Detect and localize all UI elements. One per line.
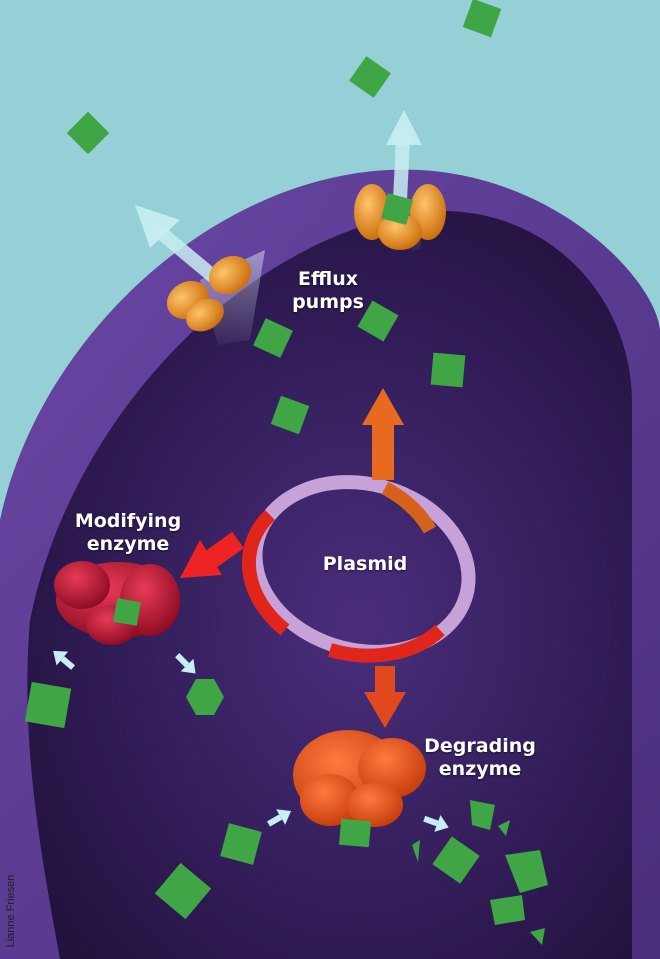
degrading-enzyme-label: Degrading enzyme — [410, 735, 550, 781]
plasmid-label-text: Plasmid — [310, 553, 420, 576]
efflux-arrow-shaft-right — [400, 140, 403, 200]
degrading-enzyme-label-line2: enzyme — [410, 758, 550, 781]
efflux-pumps-label-line1: Efflux — [283, 268, 373, 291]
modifying-enzyme-label: Modifying enzyme — [58, 510, 198, 556]
antibiotic-cube — [431, 353, 466, 388]
efflux-pumps-label: Efflux pumps — [283, 268, 373, 314]
modifying-enzyme-label-line2: enzyme — [58, 533, 198, 556]
bound-antibiotic — [113, 598, 141, 626]
plasmid-label: Plasmid — [310, 553, 420, 576]
degrading-enzyme-label-line1: Degrading — [410, 735, 550, 758]
bound-antibiotic — [339, 819, 371, 848]
modifying-enzyme-label-line1: Modifying — [58, 510, 198, 533]
image-credit: Lianne Friesen — [5, 856, 17, 959]
antibiotic-cube — [25, 682, 71, 728]
efflux-pumps-label-line2: pumps — [283, 291, 373, 314]
